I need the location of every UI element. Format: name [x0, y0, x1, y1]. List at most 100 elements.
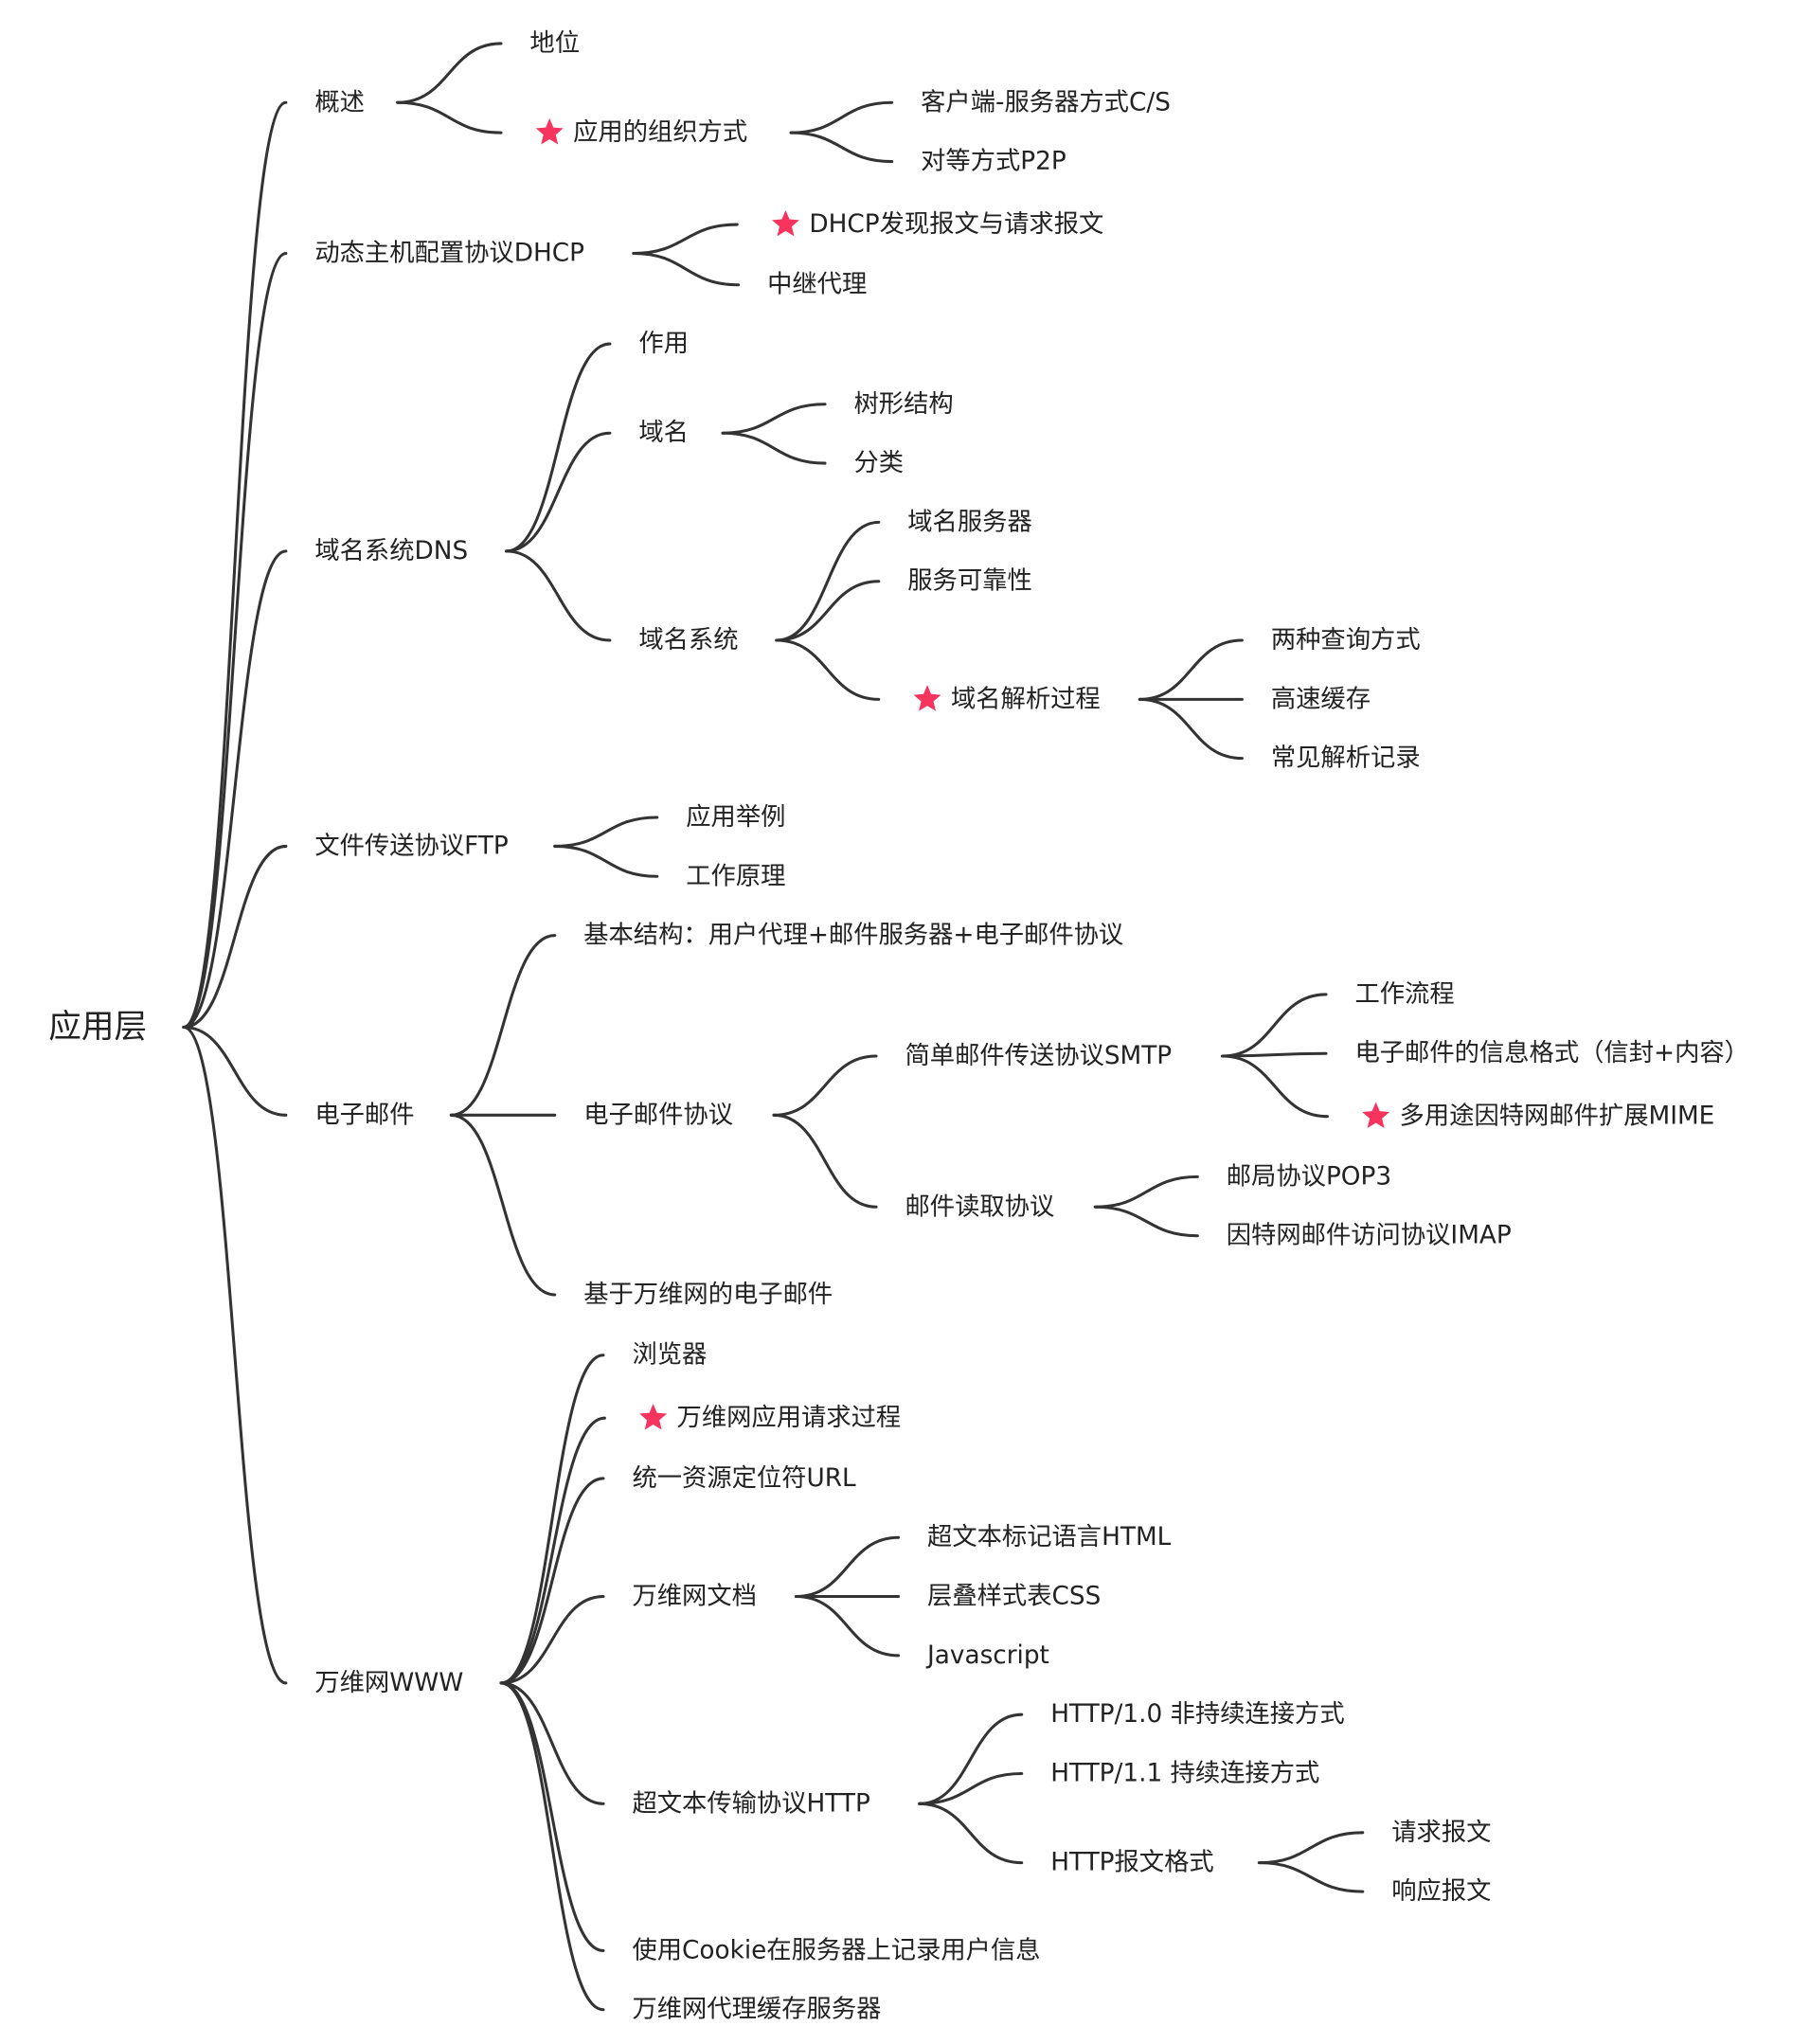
connector-line — [182, 100, 288, 1030]
connector-line — [918, 1771, 1024, 1805]
connector-line — [499, 1681, 605, 1805]
subtopic[interactable]: 统一资源定位符URL — [632, 1464, 856, 1493]
connector-line — [632, 223, 739, 256]
subtopic[interactable]: 服务可靠性 — [907, 567, 1031, 596]
star-icon — [771, 209, 799, 237]
subtopic[interactable]: 简单邮件传送协议SMTP — [905, 1042, 1172, 1070]
connector-line — [449, 1113, 557, 1297]
connector-line — [499, 1477, 605, 1685]
connector-line — [505, 342, 612, 553]
connector-line — [1221, 1054, 1329, 1119]
connector-line — [721, 431, 827, 465]
subtopic[interactable]: 万维网文档 — [632, 1583, 756, 1611]
subtopic[interactable]: 域名服务器 — [907, 508, 1031, 536]
subtopic[interactable]: 万维网应用请求过程 — [677, 1404, 902, 1432]
subtopic[interactable]: HTTP/1.1 持续连接方式 — [1050, 1759, 1319, 1787]
subtopic[interactable]: 使用Cookie在服务器上记录用户信息 — [632, 1936, 1040, 1964]
subtopic[interactable]: 邮局协议POP3 — [1227, 1162, 1391, 1191]
star-icon — [1362, 1102, 1390, 1129]
subtopic[interactable]: 层叠样式表CSS — [927, 1583, 1101, 1611]
connector-line — [499, 1595, 605, 1685]
connector-line — [182, 549, 288, 1030]
connector-line — [1257, 1861, 1365, 1893]
subtopic[interactable]: DHCP发现报文与请求报文 — [809, 210, 1103, 239]
subtopic[interactable]: 域名解析过程 — [951, 685, 1101, 713]
main-topic[interactable]: 动态主机配置协议DHCP — [314, 240, 584, 268]
subtopic[interactable]: 树形结构 — [853, 390, 953, 419]
subtopic[interactable]: HTTP/1.0 非持续连接方式 — [1050, 1700, 1344, 1729]
connector-line — [775, 638, 881, 701]
subtopic[interactable]: 请求报文 — [1391, 1819, 1491, 1847]
main-topic[interactable]: 文件传送协议FTP — [314, 832, 508, 860]
subtopic[interactable]: 应用举例 — [686, 803, 785, 832]
subtopic[interactable]: Javascript — [925, 1641, 1049, 1670]
root-topic[interactable]: 应用层 — [48, 1009, 147, 1047]
star-icon — [639, 1403, 668, 1430]
subtopic[interactable]: 作用 — [638, 330, 689, 358]
subtopic[interactable]: 域名 — [638, 419, 689, 447]
connector-line — [772, 1113, 878, 1209]
subtopic[interactable]: 工作原理 — [686, 862, 785, 890]
connector-line — [1221, 993, 1328, 1058]
connector-line — [499, 1681, 605, 1952]
main-topic[interactable]: 概述 — [314, 88, 365, 117]
connector-line — [721, 403, 827, 435]
main-topic[interactable]: 万维网WWW — [314, 1669, 463, 1697]
subtopic[interactable]: 应用的组织方式 — [573, 118, 747, 147]
main-topic[interactable]: 电子邮件 — [314, 1101, 414, 1129]
star-icon — [913, 685, 941, 711]
connector-line — [1221, 1051, 1328, 1058]
subtopic[interactable]: 基本结构：用户代理+邮件服务器+电子邮件协议 — [583, 922, 1123, 950]
connector-line — [449, 934, 557, 1117]
connector-lines — [182, 42, 1365, 2012]
connector-line — [772, 1054, 878, 1117]
connector-line — [789, 100, 894, 134]
connector-line — [1257, 1831, 1365, 1865]
connector-line — [1093, 1174, 1199, 1209]
connector-line — [182, 844, 288, 1030]
subtopic[interactable]: 两种查询方式 — [1271, 626, 1421, 654]
connector-line — [918, 1712, 1024, 1805]
connector-line — [1138, 638, 1244, 701]
subtopic[interactable]: 客户端-服务器方式C/S — [921, 88, 1171, 117]
subtopic[interactable]: 因特网邮件访问协议IMAP — [1227, 1222, 1512, 1250]
subtopic[interactable]: 电子邮件的信息格式（信封+内容） — [1354, 1039, 1749, 1067]
subtopic[interactable]: 对等方式P2P — [921, 148, 1066, 176]
main-topic[interactable]: 域名系统DNS — [314, 537, 468, 565]
connector-line — [553, 816, 659, 848]
connector-line — [396, 42, 503, 104]
subtopic[interactable]: 中继代理 — [767, 271, 867, 299]
subtopic[interactable]: 万维网代理缓存服务器 — [632, 1996, 881, 2024]
subtopic[interactable]: HTTP报文格式 — [1050, 1849, 1213, 1877]
connector-line — [632, 251, 741, 287]
connector-line — [918, 1802, 1024, 1865]
connector-line — [396, 100, 503, 134]
subtopic[interactable]: 浏览器 — [632, 1341, 707, 1370]
subtopic[interactable]: 分类 — [853, 449, 904, 477]
subtopic[interactable]: 基于万维网的电子邮件 — [583, 1281, 833, 1309]
subtopic[interactable]: 工作流程 — [1354, 980, 1454, 1009]
subtopic[interactable]: 多用途因特网邮件扩展MIME — [1400, 1103, 1715, 1131]
subtopic[interactable]: 地位 — [529, 29, 580, 58]
subtopic[interactable]: 超文本传输协议HTTP — [632, 1789, 869, 1818]
connector-line — [505, 431, 612, 553]
subtopic[interactable]: 高速缓存 — [1271, 685, 1371, 713]
subtopic[interactable]: 电子邮件协议 — [583, 1101, 733, 1129]
connector-line — [553, 844, 659, 878]
connector-line — [499, 1416, 606, 1685]
connector-line — [795, 1595, 901, 1658]
connector-line — [182, 251, 288, 1030]
connector-line — [182, 1026, 288, 1117]
subtopic[interactable]: 域名系统 — [638, 626, 738, 654]
connector-line — [1138, 697, 1244, 761]
subtopic[interactable]: 邮件读取协议 — [905, 1192, 1054, 1221]
connector-line — [1093, 1205, 1199, 1238]
subtopic[interactable]: 响应报文 — [1391, 1877, 1491, 1906]
connector-line — [499, 1354, 605, 1685]
connector-line — [775, 580, 881, 642]
subtopic[interactable]: 常见解析记录 — [1271, 744, 1421, 773]
connector-line — [505, 549, 612, 642]
subtopic[interactable]: 超文本标记语言HTML — [927, 1523, 1172, 1551]
